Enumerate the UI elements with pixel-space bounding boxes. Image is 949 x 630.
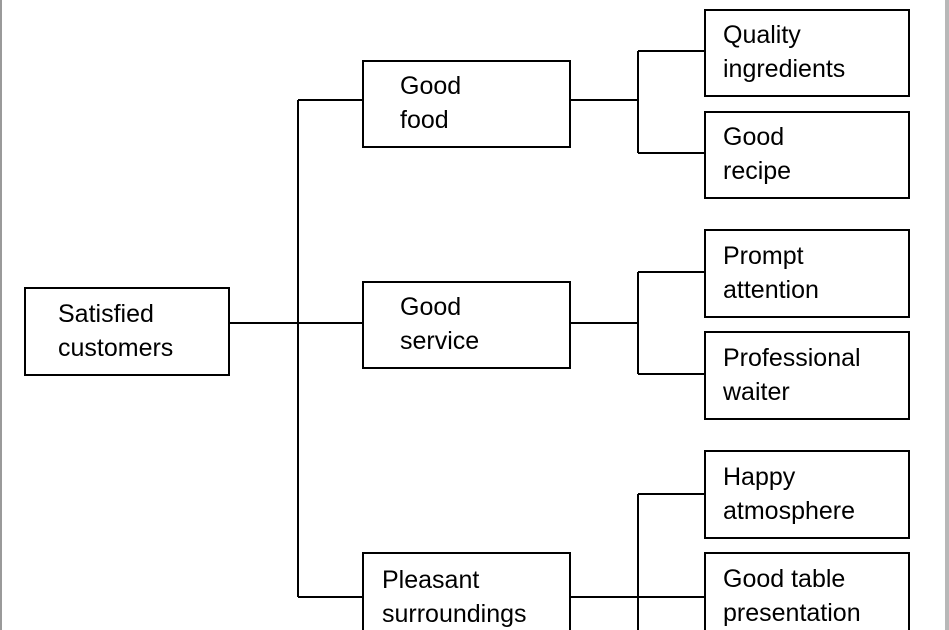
node-good-table-presentation: Good table presentation [704,552,910,630]
node-quality-ingredients: Quality ingredients [704,9,910,97]
node-satisfied-customers: Satisfied customers [24,287,230,376]
node-pleasant-surroundings: Pleasant surroundings [362,552,571,630]
node-prompt-attention: Prompt attention [704,229,910,318]
node-good-service: Good service [362,281,571,369]
node-professional-waiter: Professional waiter [704,331,910,420]
node-good-food: Good food [362,60,571,148]
left-frame-border [0,0,2,630]
node-good-recipe: Good recipe [704,111,910,199]
right-frame-border [945,0,949,630]
node-happy-atmosphere: Happy atmosphere [704,450,910,539]
